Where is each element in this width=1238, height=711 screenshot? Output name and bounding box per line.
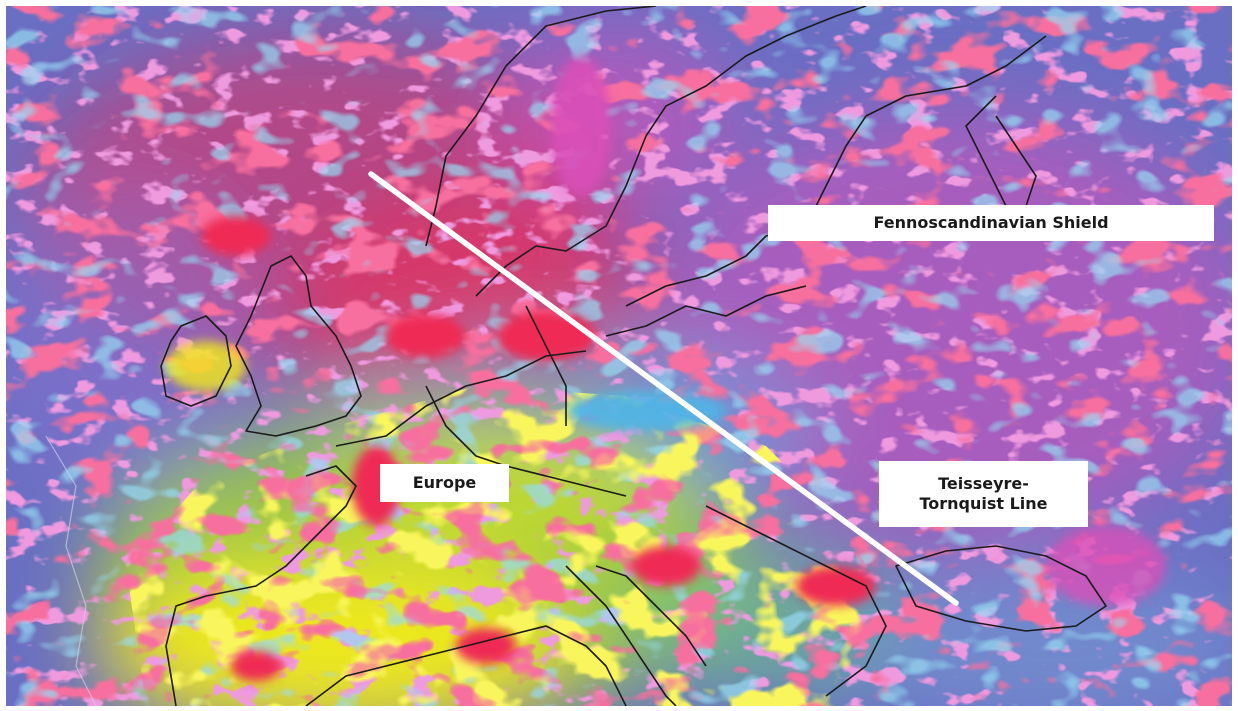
coastlines [45,6,1107,706]
fennoscandinavian-shield-label: Fennoscandinavian Shield [768,205,1214,241]
teisseyre-tornquist-line [368,171,959,606]
magnetic-anomaly-map: Fennoscandinavian Shield Europe Teisseyr… [6,6,1232,706]
map-canvas [6,6,1232,706]
teisseyre-tornquist-line-label: Teisseyre- Tornquist Line [879,461,1088,527]
europe-label: Europe [380,464,509,502]
